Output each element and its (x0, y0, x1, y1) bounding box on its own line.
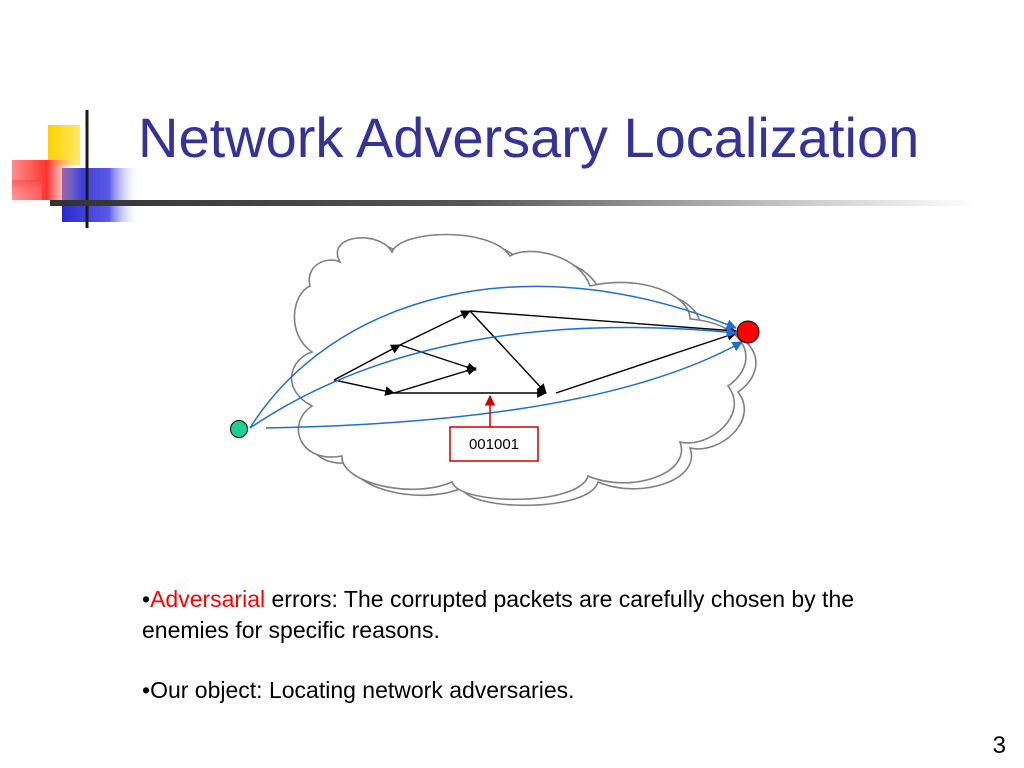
link-f-dest (555, 331, 737, 394)
flow-upper (249, 285, 737, 429)
network-links (333, 310, 737, 398)
bullet-highlight: Adversarial (150, 586, 266, 612)
link-b-e (399, 344, 477, 372)
bullet-text: Our object: Locating network adversaries… (150, 677, 575, 703)
flow-middle (249, 326, 738, 429)
bullet-our-object: •Our object: Locating network adversarie… (142, 675, 922, 706)
link-d-e (393, 365, 477, 394)
link-b-c (399, 310, 471, 346)
page-number: 3 (992, 732, 1006, 759)
link-a-d (333, 379, 395, 396)
title-underline (50, 200, 980, 206)
network-diagram: 001001 (230, 233, 760, 507)
source-node (230, 420, 248, 438)
link-c-f (469, 310, 547, 394)
link-a-b (333, 344, 401, 381)
flow-lower (265, 341, 743, 429)
bullet-marker: • (142, 677, 151, 703)
slide-title: Network Adversary Localization (138, 106, 920, 169)
bullet-text: errors: The corrupted packets are carefu… (142, 586, 855, 643)
logo-red-fade (12, 180, 42, 210)
bullet-list: •Adversarial errors: The corrupted packe… (142, 584, 922, 706)
bullet-marker: • (142, 586, 151, 612)
end-to-end-flows (249, 285, 743, 429)
bullet-adversarial-errors: •Adversarial errors: The corrupted packe… (142, 584, 922, 646)
logo-yellow-square (48, 125, 80, 165)
destination-node (736, 320, 760, 344)
network-cloud (290, 233, 757, 507)
packet-box (449, 426, 539, 462)
link-c-dest (469, 310, 737, 336)
slide-logo (12, 110, 140, 228)
packet-label: 001001 (469, 436, 519, 453)
